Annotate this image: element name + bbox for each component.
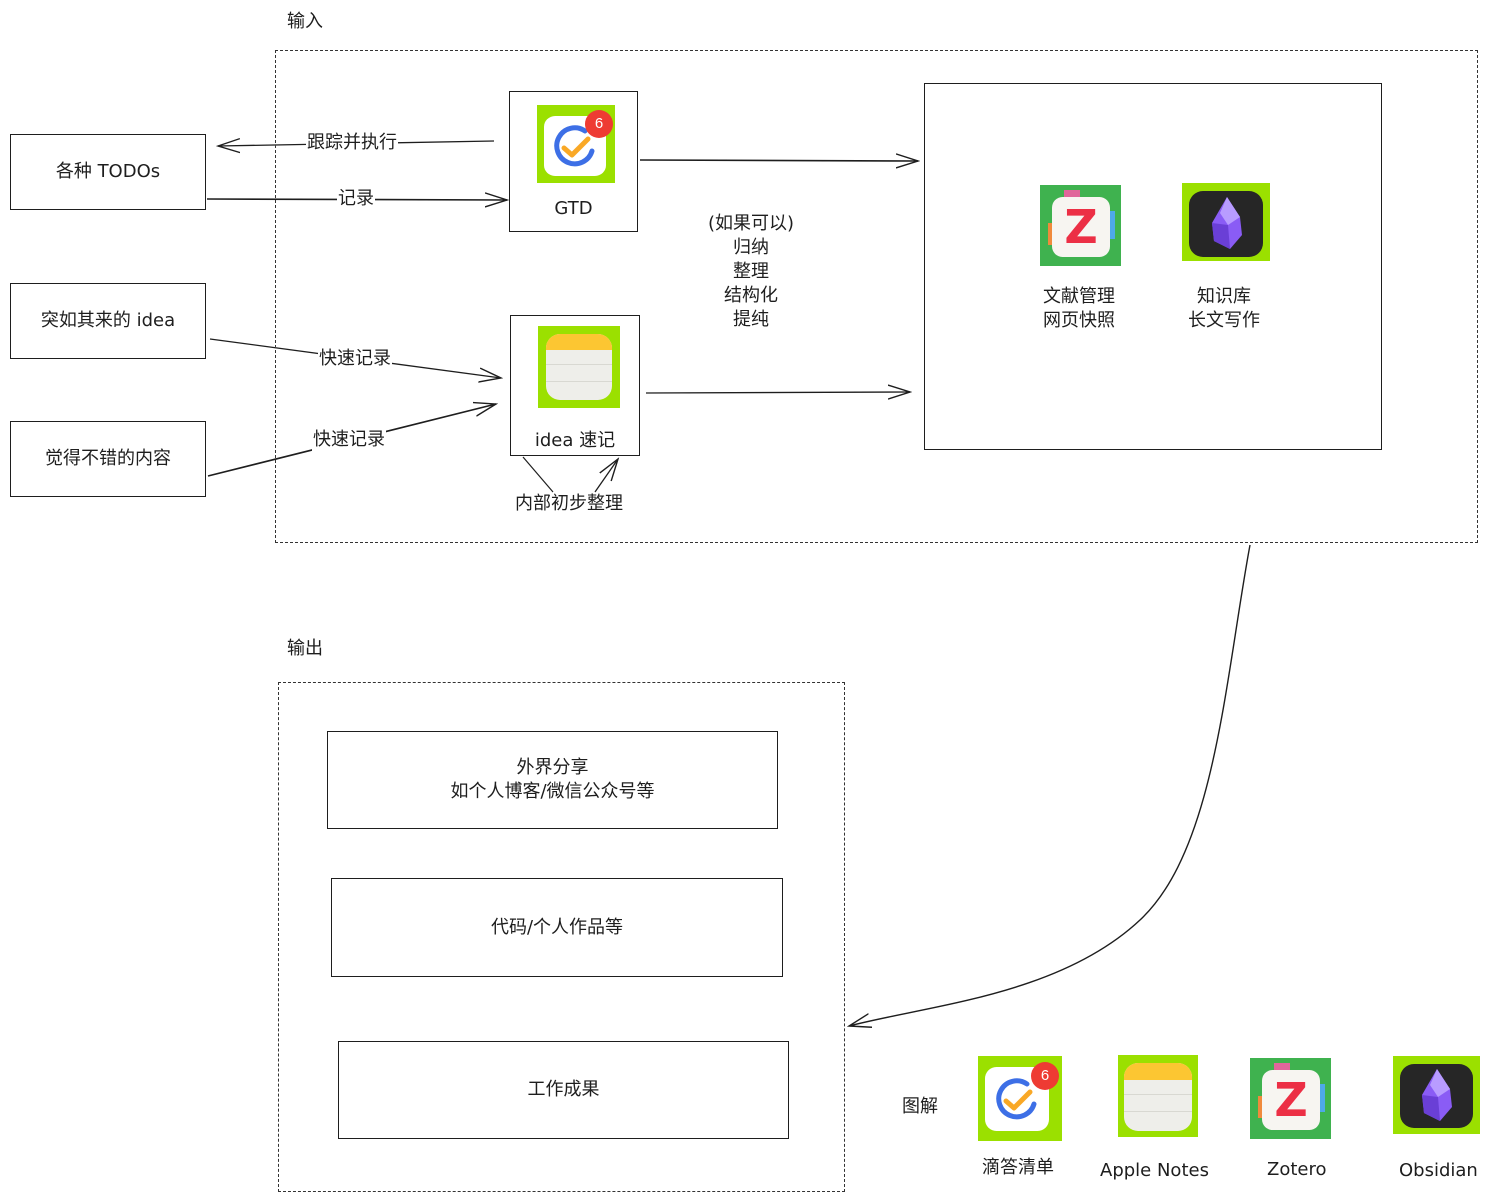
zotero-caption-line: 文献管理 <box>1043 286 1115 307</box>
edge-label-track-execute: 跟踪并执行 <box>306 132 398 154</box>
legend-label: Zotero <box>1267 1159 1327 1180</box>
obsidian-icon <box>1182 183 1270 261</box>
process-note: (如果可以) 归纳 整理 结构化 提纯 <box>695 212 807 332</box>
output-line: 外界分享 <box>516 757 589 778</box>
arrow-notes-internal-return <box>594 459 618 493</box>
knowledge-box[interactable]: Z 文献管理 网页快照 知识库 长文写作 <box>924 83 1382 450</box>
apple-notes-icon <box>538 326 620 408</box>
arrow-notes-to-knowledge <box>645 392 910 393</box>
tool-label-notes: idea 速记 <box>534 430 616 451</box>
process-note-line: 整理 <box>733 261 769 282</box>
output-line: 代码/个人作品等 <box>490 916 624 938</box>
input-section-title: 输入 <box>287 11 323 32</box>
arrow-notes-internal-loop <box>522 456 554 493</box>
notification-badge: 6 <box>585 110 613 138</box>
zotero-caption: 文献管理 网页快照 <box>1043 285 1115 333</box>
output-line: 如个人博客/微信公众号等 <box>450 781 655 802</box>
output-box-work[interactable]: 工作成果 <box>338 1041 789 1139</box>
tool-box-gtd[interactable]: 6 GTD <box>509 91 638 232</box>
input-container <box>275 50 1478 543</box>
tool-label-gtd: GTD <box>554 198 593 219</box>
zotero-icon: Z <box>1250 1058 1331 1139</box>
output-box-code[interactable]: 代码/个人作品等 <box>331 878 783 977</box>
source-label: 觉得不错的内容 <box>45 448 171 469</box>
obsidian-caption-line: 知识库 <box>1197 286 1251 307</box>
legend-label: 滴答清单 <box>982 1157 1054 1178</box>
process-note-line: 结构化 <box>724 285 778 306</box>
edge-label-internal-organize: 内部初步整理 <box>514 493 624 515</box>
process-note-line: 提纯 <box>733 309 769 330</box>
process-note-line: (如果可以) <box>707 213 795 234</box>
edge-label-record: 记录 <box>337 188 375 210</box>
edge-label-quick-record-1: 快速记录 <box>318 348 392 370</box>
obsidian-icon <box>1393 1056 1480 1134</box>
notification-badge: 6 <box>1031 1062 1059 1090</box>
source-box-idea[interactable]: 突如其来的 idea <box>10 283 206 359</box>
process-note-line: 归纳 <box>733 237 769 258</box>
arrow-input-to-output <box>849 544 1251 1026</box>
source-box-content[interactable]: 觉得不错的内容 <box>10 421 206 497</box>
source-box-todos[interactable]: 各种 TODOs <box>10 134 206 210</box>
obsidian-caption-line: 长文写作 <box>1188 310 1260 331</box>
output-box-sharing[interactable]: 外界分享 如个人博客/微信公众号等 <box>327 731 778 829</box>
ticktick-icon: 6 <box>978 1056 1062 1141</box>
apple-notes-icon <box>1118 1055 1198 1137</box>
source-label: 突如其来的 idea <box>40 310 176 331</box>
legend-label: Obsidian <box>1399 1160 1478 1181</box>
source-label: 各种 TODOs <box>55 161 161 182</box>
zotero-icon: Z <box>1040 185 1121 266</box>
obsidian-caption: 知识库 长文写作 <box>1188 285 1260 333</box>
legend-label: Apple Notes <box>1100 1160 1209 1181</box>
legend-title: 图解 <box>902 1096 938 1117</box>
zotero-caption-line: 网页快照 <box>1043 310 1115 331</box>
edge-label-quick-record-2: 快速记录 <box>312 429 386 451</box>
ticktick-icon: 6 <box>537 105 615 183</box>
arrow-gtd-to-knowledge <box>639 160 918 161</box>
tool-box-notes[interactable]: idea 速记 <box>510 315 640 456</box>
output-section-title: 输出 <box>287 638 323 659</box>
output-line: 工作成果 <box>527 1079 600 1100</box>
output-container <box>278 682 845 1192</box>
